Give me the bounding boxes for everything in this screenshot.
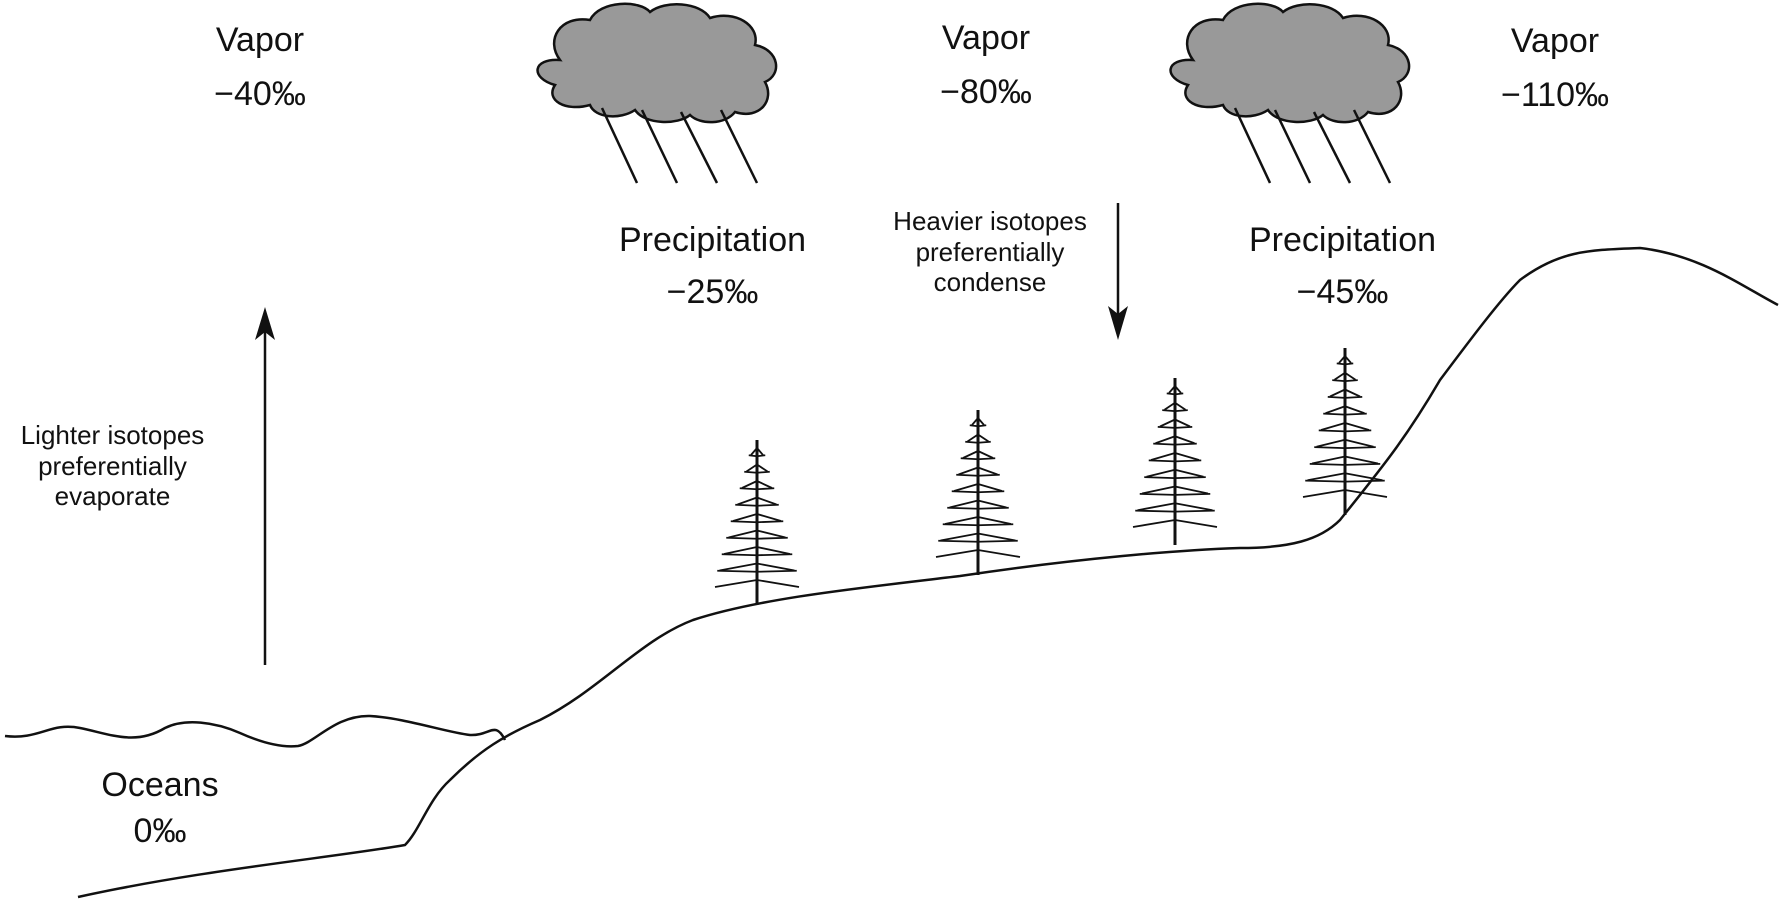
vapor-value: −110‰ <box>1500 76 1610 115</box>
arrow-down-icon <box>1108 203 1128 340</box>
precip-label-1: Precipitation −25‰ <box>600 220 825 312</box>
lighter-isotopes-note: Lighter isotopes preferentially evaporat… <box>0 420 225 512</box>
oceans-name: Oceans <box>101 766 219 804</box>
arrow-up-icon <box>255 307 275 665</box>
tree-icon <box>1132 378 1218 545</box>
vapor-value: −40‰ <box>214 75 306 114</box>
vapor-name: Vapor <box>1510 22 1600 60</box>
note-line: evaporate <box>54 481 171 512</box>
vapor-name: Vapor <box>215 21 305 59</box>
note-line: condense <box>933 267 1047 298</box>
precip-label-2: Precipitation −45‰ <box>1230 220 1455 312</box>
cloud-icon <box>1169 2 1411 184</box>
cloud-icon <box>536 2 778 184</box>
precip-name: Precipitation <box>1248 221 1437 259</box>
vapor-value: −80‰ <box>940 73 1032 112</box>
oceans-value: 0‰ <box>133 812 187 851</box>
note-line: Lighter isotopes <box>20 420 205 450</box>
precip-value: −45‰ <box>1296 273 1389 312</box>
heavier-isotopes-note: Heavier isotopes preferentially condense <box>865 206 1115 298</box>
precip-name: Precipitation <box>618 221 807 259</box>
note-line: preferentially <box>915 236 1065 267</box>
note-line: preferentially <box>38 450 187 481</box>
tree-icon <box>935 410 1021 575</box>
tree-icon <box>1302 348 1388 515</box>
tree-icon <box>714 440 800 605</box>
vapor-name: Vapor <box>941 19 1031 57</box>
oceans-label: Oceans 0‰ <box>85 765 235 851</box>
precip-value: −25‰ <box>666 273 759 312</box>
vapor-label-1: Vapor −40‰ <box>195 20 325 114</box>
vapor-label-2: Vapor −80‰ <box>921 18 1051 112</box>
note-line: Heavier isotopes <box>893 206 1087 236</box>
ocean-surface <box>4 714 507 748</box>
land-profile <box>77 246 1779 899</box>
vapor-label-3: Vapor −110‰ <box>1480 21 1630 115</box>
